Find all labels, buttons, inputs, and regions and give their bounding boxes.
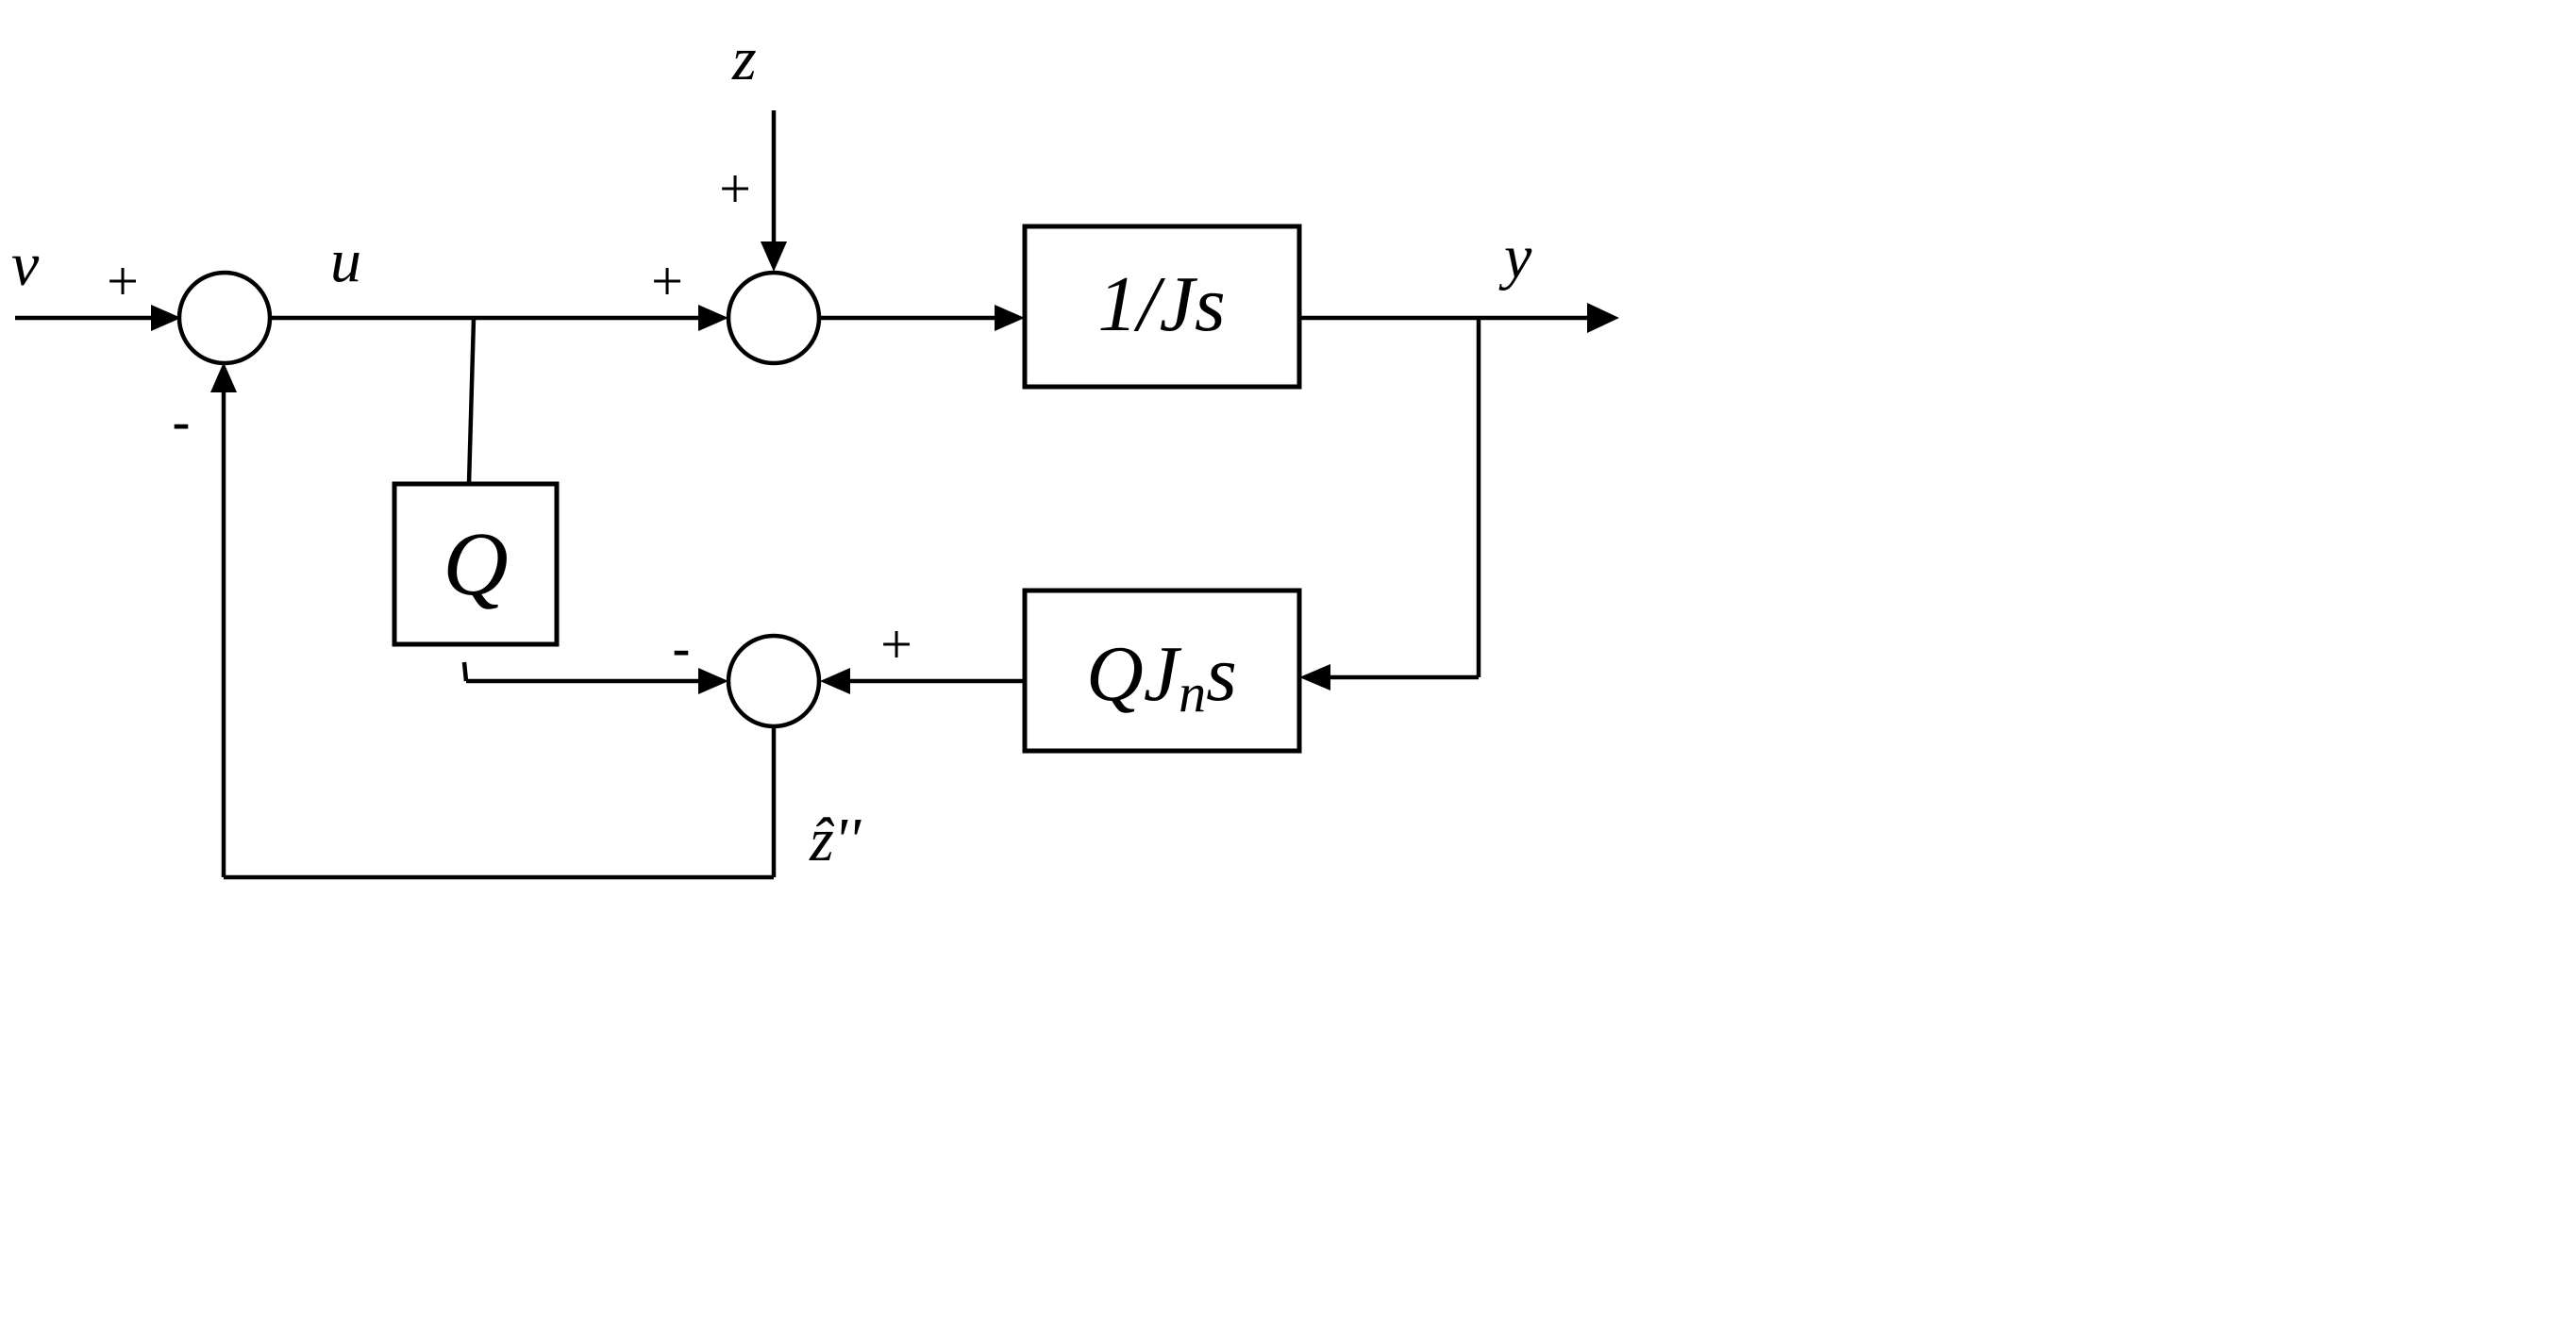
arrowhead-plant-left (995, 305, 1025, 331)
sign-sum3-model: + (880, 613, 912, 675)
nominal-model-tail: s (1206, 630, 1237, 718)
nominal-model-main: QJ (1086, 630, 1182, 718)
summing-junction-3 (726, 633, 822, 729)
sign-sum3-q: - (672, 617, 691, 680)
signal-v-label: v (11, 230, 40, 299)
nominal-model-block (1022, 588, 1302, 754)
signal-z-label: z (731, 25, 757, 93)
signal-z-hat-label: ẑ'' (809, 806, 862, 874)
arrowhead-sum1-bottom (210, 362, 237, 392)
wire-q-stub (461, 661, 469, 682)
q-filter-block (392, 481, 560, 647)
sign-sum2-u: + (651, 250, 683, 312)
summing-junction-1 (176, 270, 273, 366)
arrowhead-sum3-left (698, 668, 728, 694)
q-filter-block-label: Q (443, 513, 508, 614)
plant-block-label: 1/Js (1097, 260, 1225, 348)
arrowhead-y-output (1587, 303, 1619, 333)
arrowhead-sum2-left (698, 305, 728, 331)
nominal-model-block-label: QJns (1086, 630, 1237, 724)
signal-y-label: y (1498, 223, 1532, 291)
arrowhead-sum3-right (820, 668, 850, 694)
arrowhead-sum1-left (151, 305, 181, 331)
sign-sum1-v: + (107, 250, 139, 312)
arrowhead-sum2-top (761, 241, 787, 272)
nominal-model-subscript: n (1179, 662, 1206, 724)
arrowhead-model-right (1299, 664, 1330, 690)
plant-block (1022, 224, 1302, 390)
sign-sum1-feedback: - (172, 391, 191, 454)
signal-u-label: u (330, 226, 361, 295)
sign-sum2-z: + (719, 158, 751, 220)
wire-u-to-q (466, 317, 477, 485)
summing-junction-2 (726, 270, 822, 366)
